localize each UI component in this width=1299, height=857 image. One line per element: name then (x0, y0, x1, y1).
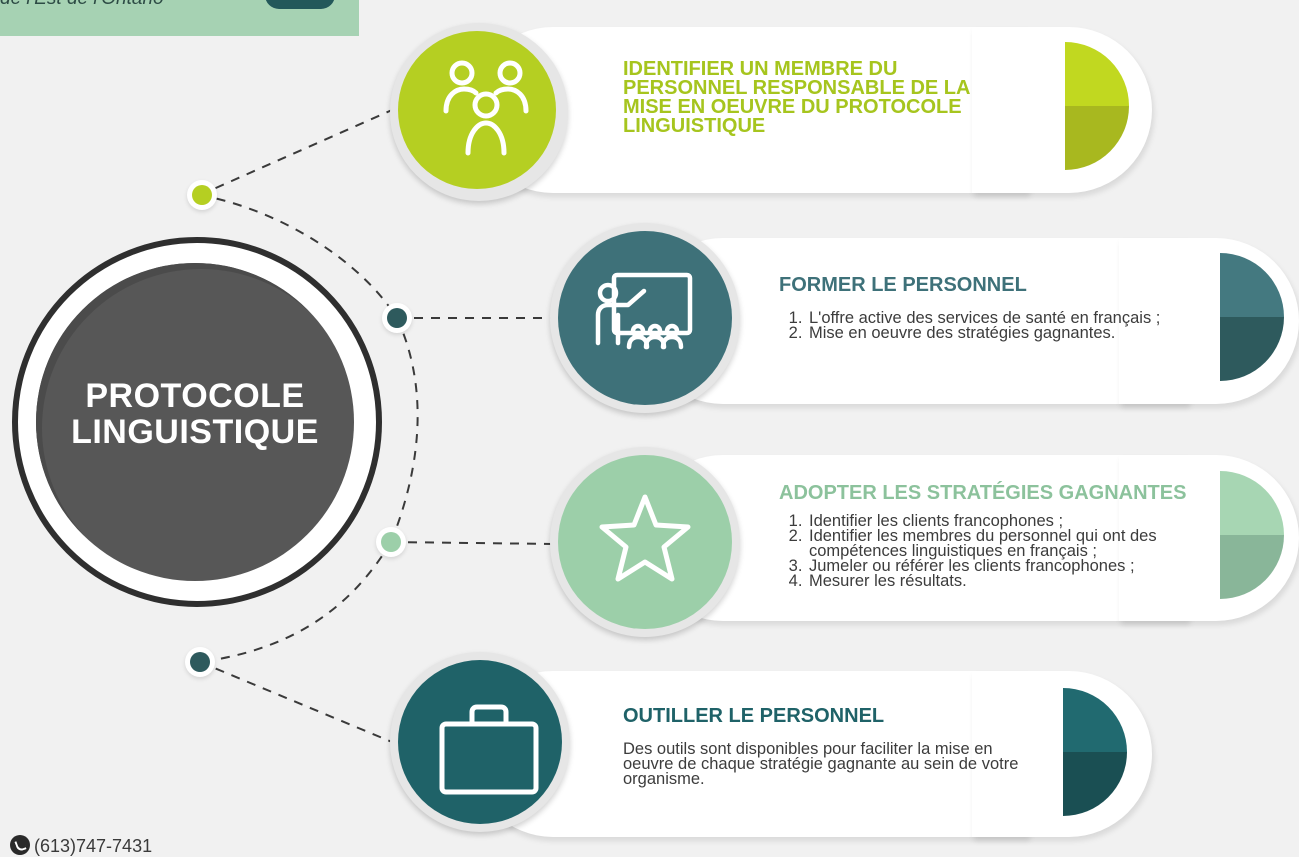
step-2-title: FORMER LE PERSONNEL (779, 274, 1027, 296)
phone-number: (613)747-7431 (34, 836, 153, 856)
step-2-item-1: L'offre active des services de santé en … (807, 310, 1187, 327)
star-icon (599, 494, 691, 582)
step-3-item-1: Identifier les clients francophones ; (807, 513, 1207, 530)
footer-phone: (613)747-7431 (10, 835, 152, 857)
step-4-disc (398, 660, 562, 824)
people-icon (443, 60, 529, 156)
organization-text: de l'Est de l'Ontario (0, 0, 164, 10)
connector-dot-2 (387, 308, 407, 328)
step-1-half-circle (1065, 42, 1129, 170)
step-2-half-circle (1220, 253, 1284, 381)
step-3-list: Identifier les clients francophones ; Id… (779, 513, 1207, 590)
connector-dot-1 (192, 185, 212, 205)
step-1-disc (398, 31, 556, 189)
step-4-half-circle (1063, 688, 1127, 816)
header-tab (265, 0, 335, 9)
classroom-icon (595, 272, 693, 350)
step-3-item-2: Identifier les membres du personnel qui … (807, 528, 1207, 560)
center-disc (36, 263, 354, 581)
step-3-item-3: Jumeler ou référer les clients francopho… (807, 558, 1207, 575)
connector-dot-4 (190, 652, 210, 672)
step-3-item-4: Mesurer les résultats. (807, 573, 1207, 590)
phone-icon (10, 835, 30, 855)
header-banner: de l'Est de l'Ontario (0, 0, 359, 36)
center-title-line1: PROTOCOLE (85, 377, 305, 415)
center-title-line2: LINGUISTIQUE (71, 413, 319, 451)
step-2-list: L'offre active des services de santé en … (779, 310, 1187, 342)
step-3-half-circle (1220, 471, 1284, 599)
step-3-title: ADOPTER LES STRATÉGIES GAGNANTES (779, 482, 1187, 504)
step-1-title: IDENTIFIER UN MEMBRE DU PERSONNEL RESPON… (623, 58, 971, 137)
step-3-disc (558, 455, 732, 629)
center-title: PROTOCOLE LINGUISTIQUE (36, 378, 354, 450)
step-4-body: Des outils sont disponibles pour facilit… (623, 740, 1019, 788)
step-4-title: OUTILLER LE PERSONNEL (623, 705, 885, 727)
step-2-item-2: Mise en oeuvre des stratégies gagnantes. (807, 325, 1187, 342)
connector-dot-3 (381, 532, 401, 552)
briefcase-icon (439, 704, 539, 795)
step-2-disc (558, 231, 732, 405)
